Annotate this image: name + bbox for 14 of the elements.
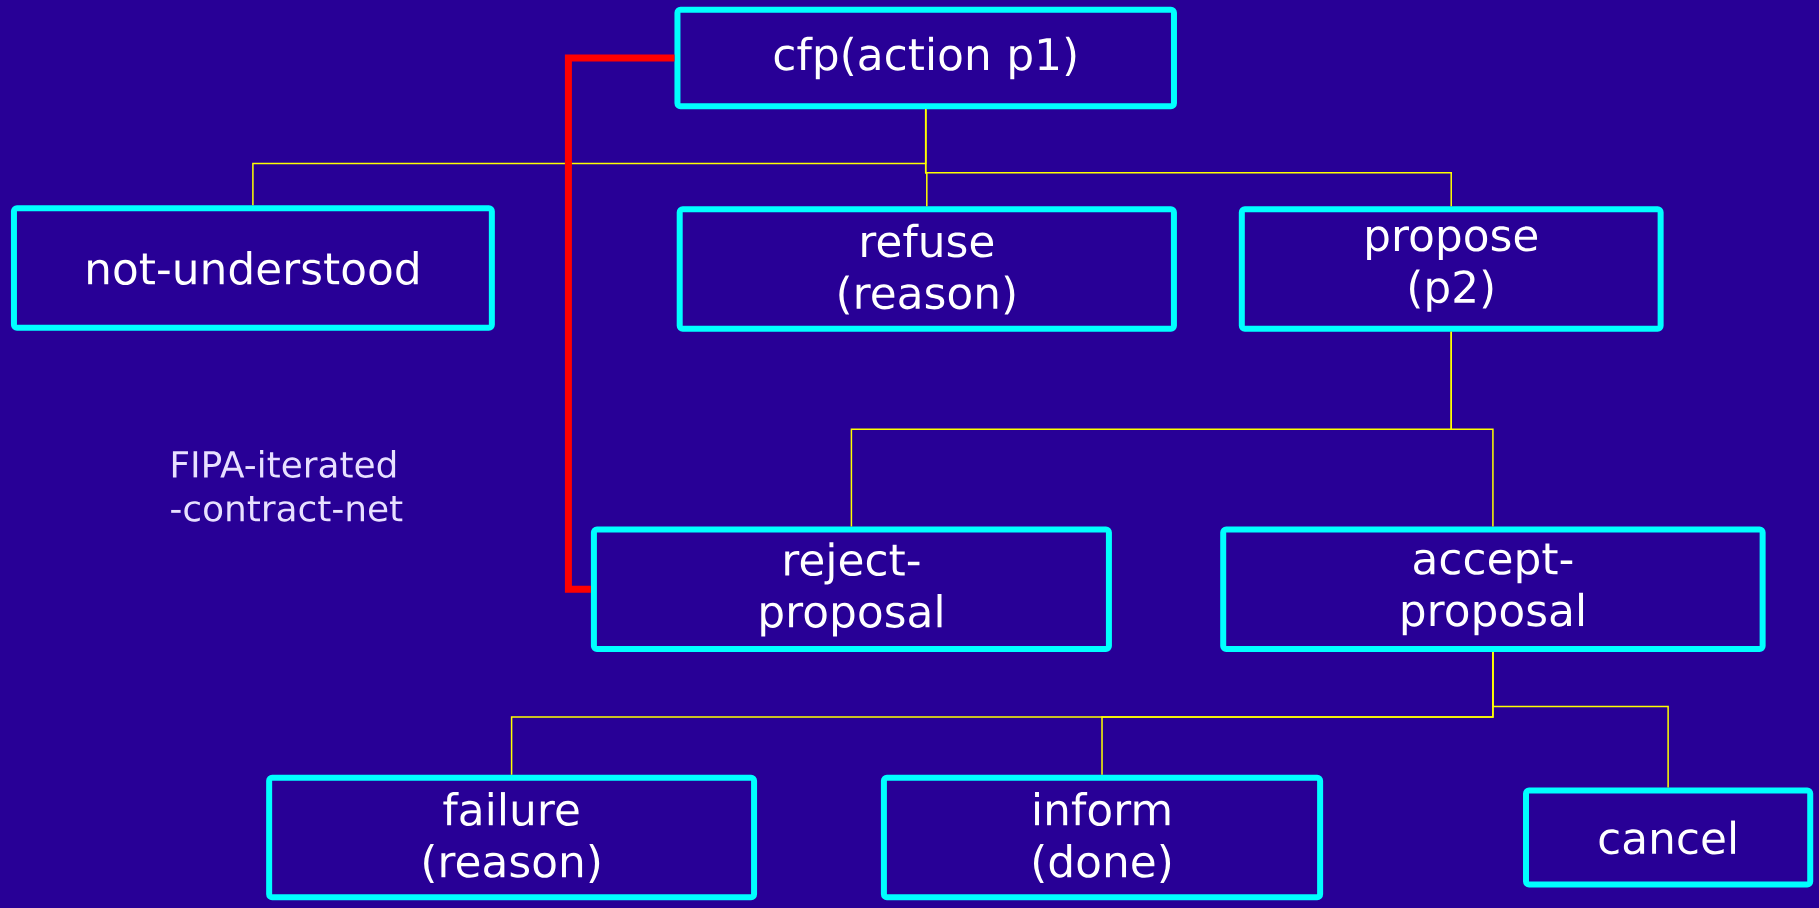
message-box: reject-proposal xyxy=(590,526,1112,653)
message-box: propose (p2) xyxy=(1238,206,1664,332)
message-box: failure (reason) xyxy=(266,774,758,901)
connector-line xyxy=(1450,331,1494,528)
message-box: refuse (reason) xyxy=(676,206,1177,332)
bracket-line xyxy=(564,54,675,593)
connector-line xyxy=(924,108,1452,208)
diagram-label: FIPA-iterated -contract-net xyxy=(171,450,403,522)
message-box: cancel xyxy=(1523,787,1814,888)
message-box: cfp(action p1) xyxy=(674,6,1177,110)
message-box: inform (done) xyxy=(880,774,1324,901)
message-box: not-understood xyxy=(10,205,495,331)
message-box: accept-proposal xyxy=(1220,526,1766,653)
connector-line xyxy=(1492,651,1669,789)
